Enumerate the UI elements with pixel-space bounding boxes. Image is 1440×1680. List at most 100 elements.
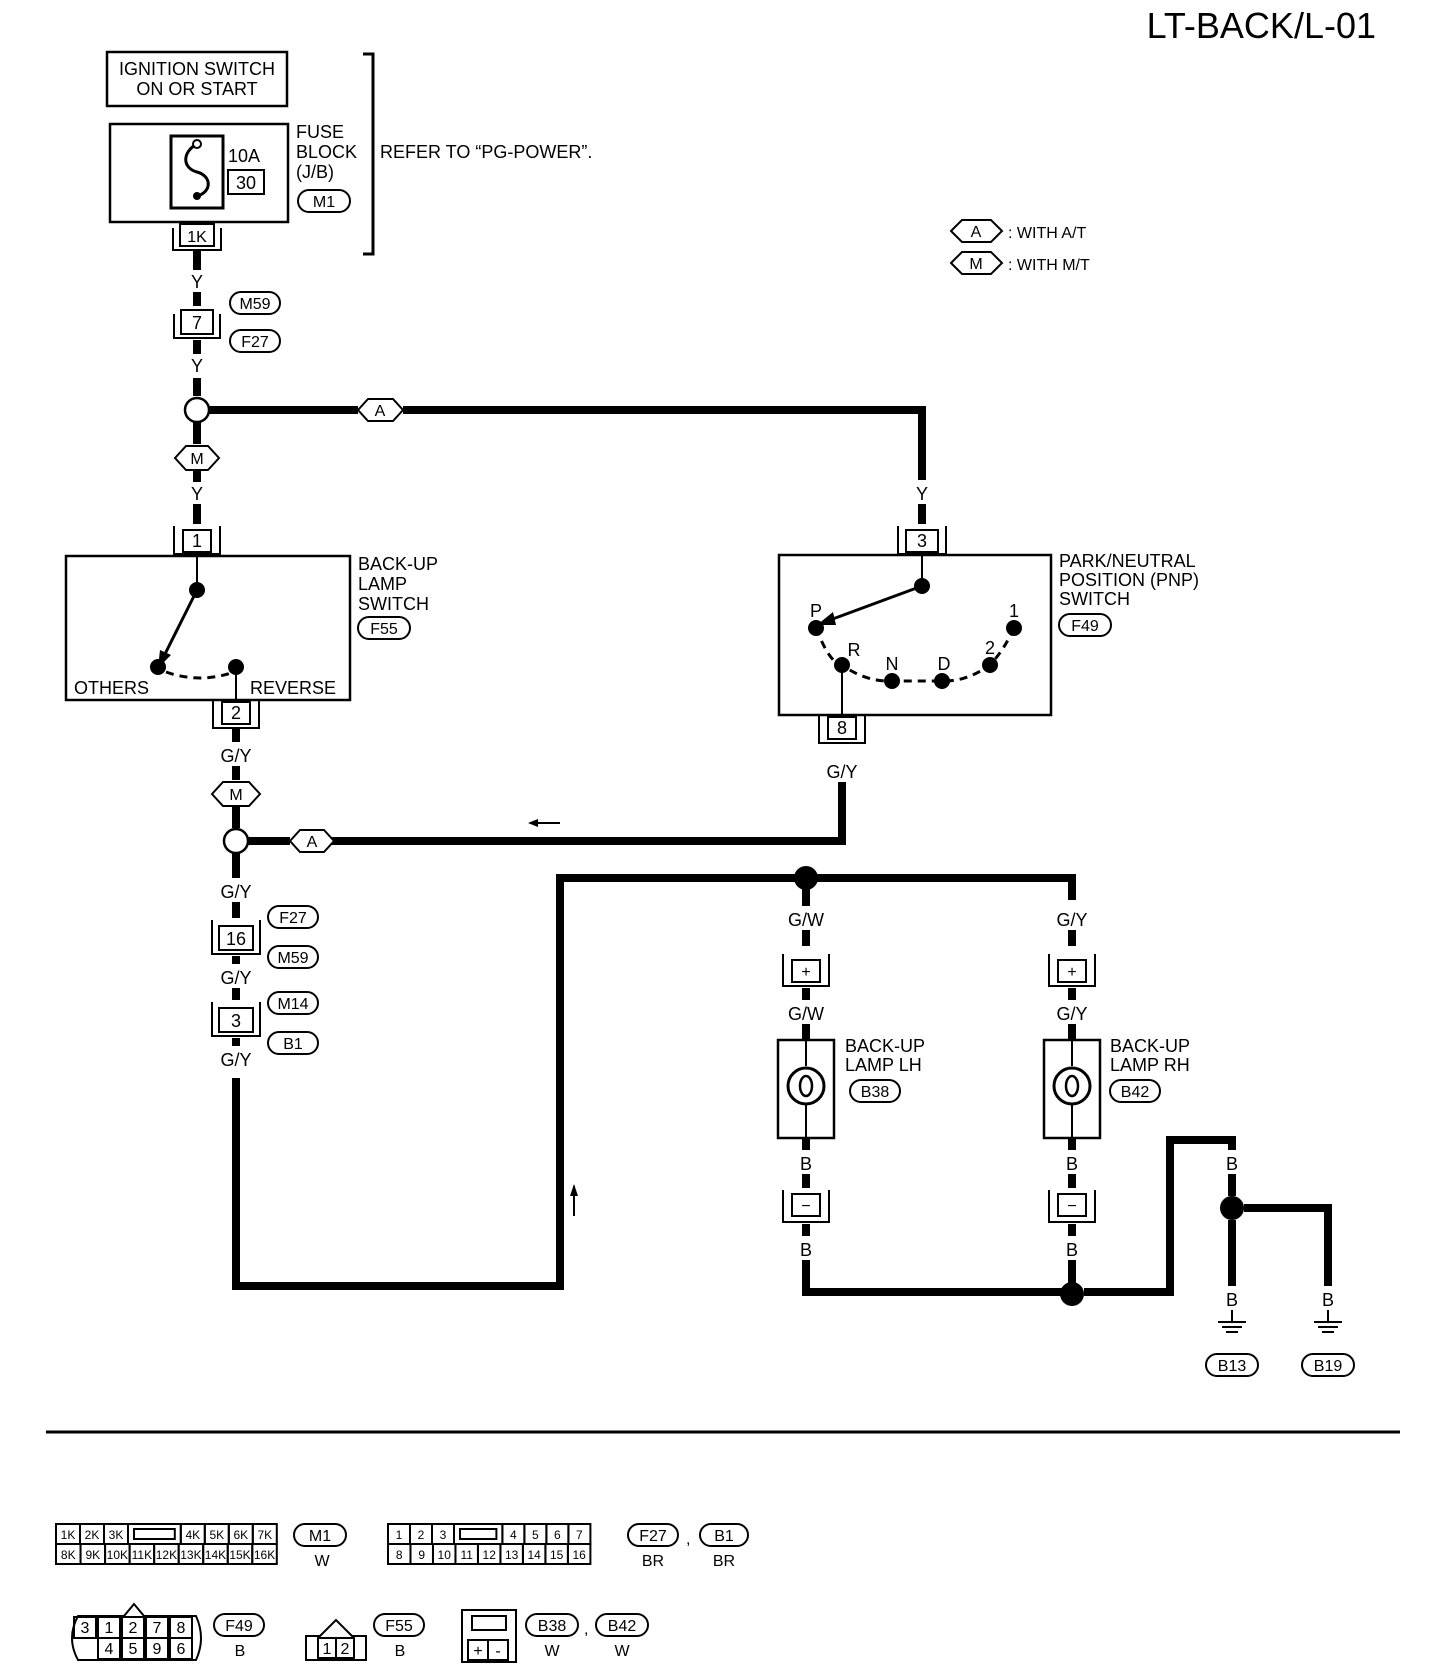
pnp-contact-d	[934, 673, 950, 689]
m1-cell-top	[127, 1523, 182, 1545]
conn-b1c-id: B1	[714, 1528, 734, 1545]
option-m-hex-top	[173, 445, 221, 471]
pnp-label-r: R	[848, 640, 861, 660]
ground-b19-tag	[1301, 1353, 1355, 1377]
f49-pin-label: 2	[129, 1620, 138, 1637]
conn-f27c-color: BR	[642, 1553, 664, 1570]
f49-pin-label: 3	[81, 1620, 90, 1637]
pnp-arm-arrow	[817, 612, 836, 625]
lamp-rh-filament	[1064, 1074, 1080, 1098]
bls-pin1-housing	[173, 526, 221, 555]
f49-pin-label: 4	[105, 1641, 114, 1658]
f49-pin-label: 8	[177, 1620, 186, 1637]
f27-pin-label: 6	[554, 1528, 561, 1542]
pnp-arm	[829, 584, 923, 622]
m1-pin-label: 11K	[132, 1548, 152, 1562]
wire-label-b-g1: B	[1226, 1154, 1238, 1174]
m1-pin-label: 3K	[109, 1528, 124, 1542]
refer-text: REFER TO “PG-POWER”.	[380, 142, 592, 162]
f49-pin-label: 7	[153, 1620, 162, 1637]
f27-pin-label: 1	[396, 1528, 403, 1542]
conn-3-label: 3	[231, 1011, 241, 1031]
conn-f55-pin1-label: 1	[323, 1641, 332, 1658]
legend-a-hex	[949, 219, 1004, 243]
f27-pin-label: 2	[418, 1528, 425, 1542]
wire-b-ground-3	[1244, 1204, 1332, 1286]
fuse-number-box	[227, 169, 265, 195]
conn-b42-tag	[595, 1613, 649, 1637]
bls-pin2-box	[221, 701, 251, 725]
backup-switch-box	[64, 554, 352, 702]
bls-arm	[162, 589, 199, 657]
conn-lamp-minus-label: -	[495, 1643, 500, 1660]
conn-3-housing	[211, 1002, 261, 1037]
splice-top-open	[183, 396, 211, 424]
conn-f55-color: B	[395, 1643, 406, 1660]
pnp-pin8-box	[827, 716, 857, 740]
wire-label-gy-3: G/Y	[220, 968, 251, 988]
lamp-rh-label-1: BACK-UP	[1110, 1036, 1190, 1056]
option-a-label-bottom: A	[307, 834, 318, 851]
splice-ground-2	[1220, 1196, 1244, 1220]
pnp-label-1: 1	[1009, 601, 1019, 621]
conn-7-box	[180, 309, 214, 335]
f49-pin-label: 1	[105, 1620, 114, 1637]
conn-m1-color: W	[314, 1553, 330, 1570]
bls-conn-id: F55	[370, 621, 398, 638]
f27-pin-label: 14	[527, 1548, 541, 1562]
flow-arrow-up-icon	[570, 1184, 578, 1196]
m1-key	[133, 1528, 176, 1540]
wire-label-b-g2: B	[1226, 1290, 1238, 1310]
bls-label-3: SWITCH	[358, 594, 429, 614]
conn-16-box	[218, 925, 254, 951]
ignition-switch-box	[105, 50, 289, 108]
legend-m-code: M	[969, 256, 982, 273]
m1-pin-label: 5K	[209, 1528, 224, 1542]
conn-f27b-tag	[267, 905, 319, 929]
wire-a-bottom-1	[328, 782, 846, 845]
splice-ground-1	[1060, 1282, 1084, 1306]
conn-b42-id: B42	[608, 1618, 637, 1635]
legend-m-hex	[949, 251, 1004, 275]
conn-f55-id: F55	[385, 1618, 413, 1635]
conn-f27c-tag	[627, 1523, 679, 1547]
f49-cell-bottom	[97, 1637, 121, 1660]
f27-pin-label: 10	[438, 1548, 452, 1562]
f49-pin-label: 5	[129, 1641, 138, 1658]
ground-b13-tag	[1205, 1353, 1259, 1377]
wire-label-gy-pnp: G/Y	[826, 762, 857, 782]
option-m-label-bottom: M	[229, 787, 242, 804]
fuse-terminal-bottom	[193, 192, 201, 200]
conn-m1-id: M1	[309, 1528, 331, 1545]
m1-pin-label: 6K	[233, 1528, 248, 1542]
lamp-lh-filament	[798, 1074, 814, 1098]
fuse-label-1: FUSE	[296, 122, 344, 142]
bls-contact-others	[150, 659, 166, 675]
conn-f27-tag	[229, 329, 281, 353]
fuse-amp: 10A	[228, 146, 260, 166]
wire-label-b-lh-2: B	[800, 1240, 812, 1260]
bls-pin2-label: 2	[231, 703, 241, 723]
wire-label-b-rh-2: B	[1066, 1240, 1078, 1260]
wire-label-gy-2: G/Y	[220, 882, 251, 902]
bls-dashed	[165, 670, 235, 680]
wire-label-gy-4: G/Y	[220, 1050, 251, 1070]
wire-label-b-rh-1: B	[1066, 1154, 1078, 1174]
f27-pin-label: 15	[550, 1548, 564, 1562]
option-m-hex-bottom	[210, 781, 262, 807]
wire-label-y-1: Y	[191, 272, 203, 292]
wire-label-y-pnp: Y	[916, 484, 928, 504]
conn-m59-id: M59	[239, 296, 270, 313]
f49-cell-bottom	[169, 1637, 193, 1660]
rh-plus-housing	[1048, 954, 1096, 987]
conn-b1c-tag	[699, 1523, 749, 1547]
f27-pin-label: 13	[505, 1548, 519, 1562]
fuse-icon	[184, 142, 210, 198]
pnp-label-line3: SWITCH	[1059, 589, 1130, 609]
legend-a-code: A	[971, 224, 982, 241]
ground-b19-id: B19	[1314, 1358, 1343, 1375]
lh-minus-box	[791, 1193, 821, 1217]
f27-pin-label: 3	[440, 1528, 447, 1542]
conn-7-label: 7	[192, 313, 202, 333]
